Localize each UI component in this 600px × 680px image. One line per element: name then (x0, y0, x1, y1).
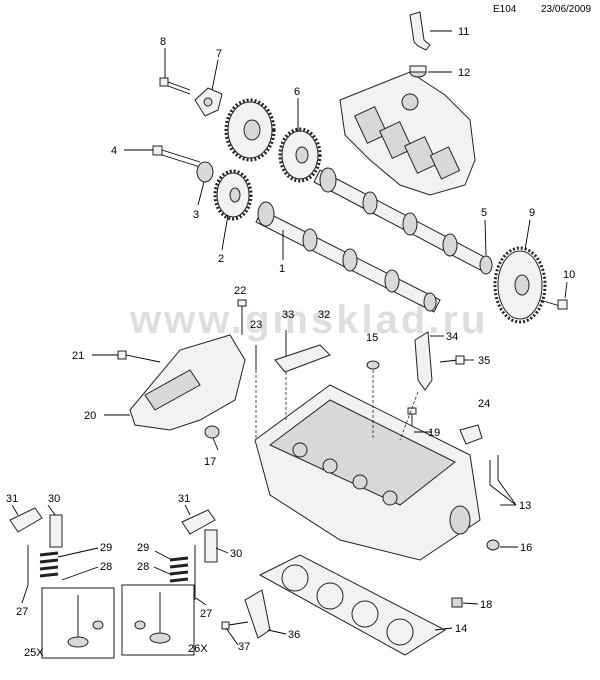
part-26x-valve (134, 592, 171, 644)
part-37-bolt (221, 621, 249, 630)
part-31b-rocker (181, 509, 216, 535)
label-36: 36 (288, 629, 300, 641)
label-20: 20 (84, 410, 96, 422)
part-8-bolt (159, 77, 191, 95)
part-2-gear (213, 169, 253, 221)
label-37: 37 (238, 641, 250, 653)
part-9-gear (493, 246, 547, 324)
part-30a-lifter (49, 514, 63, 548)
diagram-date: 23/06/2009 (541, 4, 592, 15)
label-30-right: 30 (230, 548, 242, 560)
part-cylinder-head (254, 384, 481, 561)
label-6: 6 (294, 86, 300, 98)
part-sprocket-upper (224, 98, 276, 162)
part-5-camshaft-upper (313, 167, 493, 275)
part-manifold-cover (339, 71, 476, 196)
label-25x: 25X (24, 647, 44, 659)
label-16: 16 (520, 542, 532, 554)
label-13: 13 (519, 500, 531, 512)
part-11-pipe (409, 11, 431, 51)
label-29-left: 29 (100, 542, 112, 554)
part-22-bolt (237, 299, 247, 335)
part-7-plate (194, 87, 223, 117)
part-35-bolt (439, 355, 465, 365)
label-31-left: 31 (6, 493, 18, 505)
label-4: 4 (111, 145, 117, 157)
label-10: 10 (563, 269, 575, 281)
watermark: www.gmsklad.ru (130, 298, 489, 342)
part-34-bracket (414, 331, 433, 391)
part-12-cap (409, 65, 427, 78)
label-15: 15 (366, 332, 378, 344)
part-32-cover (274, 344, 331, 373)
part-3-washer (196, 161, 214, 183)
part-36-bracket (244, 589, 271, 639)
part-29a-spring (39, 551, 59, 578)
label-21: 21 (72, 350, 84, 362)
label-30-left: 30 (48, 493, 60, 505)
label-18: 18 (480, 599, 492, 611)
label-33: 33 (282, 309, 294, 321)
label-24: 24 (478, 398, 490, 410)
leader-lines (11, 30, 568, 646)
part-29b-spring (169, 556, 189, 583)
part-14-gasket (258, 554, 447, 656)
part-25x-valve (67, 595, 104, 648)
label-19: 19 (428, 427, 440, 439)
label-28-right: 28 (137, 561, 149, 573)
label-29-right: 29 (137, 542, 149, 554)
part-labels: 11 12 8 7 6 4 3 2 1 5 9 10 22 23 33 32 3… (6, 26, 575, 659)
part-24-clip (459, 424, 483, 445)
label-34: 34 (446, 331, 458, 343)
part-17-plug (204, 425, 220, 439)
part-10-bolt (539, 299, 568, 310)
part-18-sleeve (451, 597, 463, 608)
part-13-studs (489, 455, 499, 485)
label-22: 22 (234, 285, 246, 297)
part-1-camshaft-lower (255, 201, 441, 313)
part-16-plug (486, 539, 500, 551)
label-31-right: 31 (178, 493, 190, 505)
label-11: 11 (458, 26, 469, 38)
label-9: 9 (529, 207, 535, 219)
label-2: 2 (218, 253, 224, 265)
label-27-left: 27 (16, 606, 28, 618)
label-35: 35 (478, 355, 490, 367)
part-25x-box (41, 587, 115, 659)
label-12: 12 (458, 67, 470, 79)
label-28-left: 28 (100, 561, 112, 573)
part-4-bolt (152, 145, 201, 168)
label-27-right: 27 (200, 608, 212, 620)
label-23: 23 (250, 319, 262, 331)
label-7: 7 (216, 48, 222, 60)
label-32: 32 (318, 309, 330, 321)
label-5: 5 (481, 207, 487, 219)
part-26x-box (121, 584, 195, 656)
label-26x: 26X (188, 643, 208, 655)
part-21-bolt (117, 350, 161, 363)
label-8: 8 (160, 36, 166, 48)
label-3: 3 (193, 209, 199, 221)
part-31a-rocker (9, 507, 43, 533)
label-1: 1 (279, 263, 285, 275)
part-20-bracket (129, 334, 246, 431)
diagram-code: E104 (493, 4, 517, 15)
part-15-plug (366, 360, 380, 370)
label-17: 17 (204, 456, 216, 468)
part-30b-lifter (204, 529, 218, 563)
part-6-gear (278, 127, 322, 183)
label-14: 14 (455, 623, 467, 635)
